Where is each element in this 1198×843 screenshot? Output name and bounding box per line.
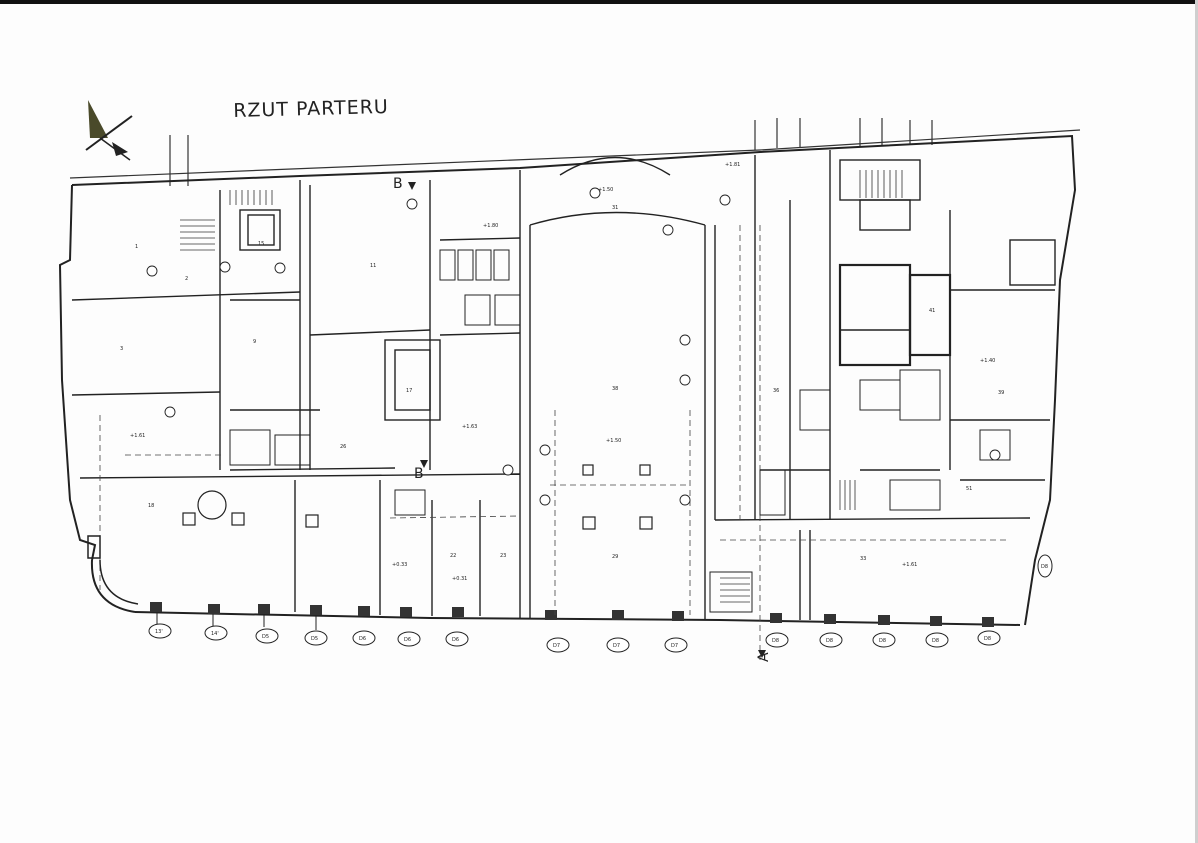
axis-label: D8 — [826, 638, 833, 644]
room-label: 38 — [612, 386, 618, 392]
axis-bubbles — [148, 554, 1053, 653]
level-mark: +1.50 — [606, 438, 621, 444]
room-label: 15 — [258, 241, 264, 247]
level-mark: +1.61 — [902, 562, 917, 568]
facade-piers — [150, 602, 994, 627]
stair-treads — [180, 170, 903, 603]
room-label: 18 — [148, 503, 154, 509]
north-arrow-icon — [85, 100, 133, 161]
level-mark: +0.31 — [452, 576, 467, 582]
level-mark: +1.80 — [483, 223, 498, 229]
room-label: 26 — [340, 444, 346, 450]
room-label: 33 — [860, 556, 866, 562]
axis-label: D5 — [311, 636, 318, 642]
room-label: 36 — [773, 388, 779, 394]
room-label: 29 — [612, 554, 618, 560]
room-labels: 1 2 3 9 11 15 17 18 26 29 31 33 36 38 39… — [120, 205, 1004, 562]
axis-label: D6 — [359, 636, 366, 642]
scan-border-top — [0, 0, 1198, 4]
level-mark: +1.63 — [462, 424, 477, 430]
room-label: 2 — [185, 276, 188, 282]
axis-label: 13' — [155, 629, 163, 635]
room-label: 3 — [120, 346, 123, 352]
section-mark: B — [414, 466, 424, 482]
room-label: 41 — [929, 308, 935, 314]
section-markers: B B A — [393, 176, 772, 662]
street-boundary — [69, 118, 1081, 186]
building-outline — [58, 134, 1077, 626]
inner-bubbles — [146, 187, 1001, 506]
level-marks: +1.50 +1.63 +1.61 +1.40 +0.33 +0.31 +1.8… — [130, 162, 995, 582]
level-mark: +1.81 — [725, 162, 740, 168]
room-label: 51 — [966, 486, 972, 492]
room-label: 23 — [500, 553, 506, 559]
section-arrow-icon — [420, 460, 428, 468]
grid-lines — [99, 225, 1010, 660]
corner-bay — [87, 535, 139, 605]
axis-label: D8 — [932, 638, 939, 644]
room-label: 1 — [135, 244, 138, 250]
level-mark: +1.50 — [598, 187, 613, 193]
section-arrow-icon — [758, 650, 766, 658]
room-label: 31 — [612, 205, 618, 211]
axis-label: 14' — [211, 631, 219, 637]
axis-label: D8 — [879, 638, 886, 644]
level-mark: +1.40 — [980, 358, 995, 364]
axis-label: D7 — [671, 643, 678, 649]
columns — [182, 464, 653, 530]
service-rooms — [229, 249, 1011, 613]
axis-labels: 13' 14' D5 D5 D6 D6 D6 D7 D7 D7 D8 D8 D8… — [155, 564, 1048, 649]
axis-label: D8 — [1041, 564, 1048, 570]
axis-label: D7 — [553, 643, 560, 649]
axis-label: D5 — [262, 634, 269, 640]
section-arrow-icon — [408, 182, 416, 190]
axis-label: D8 — [772, 638, 779, 644]
room-label: 22 — [450, 553, 456, 559]
interior-walls — [71, 150, 1056, 620]
section-mark: A — [756, 652, 772, 662]
level-mark: +0.33 — [392, 562, 407, 568]
axis-label: D6 — [452, 637, 459, 643]
axis-label: D6 — [404, 637, 411, 643]
room-label: 9 — [253, 339, 256, 345]
axis-label: D8 — [984, 636, 991, 642]
scan-border-right — [1195, 0, 1198, 843]
level-mark: +1.61 — [130, 433, 145, 439]
room-label: 11 — [370, 263, 376, 269]
room-label: 17 — [406, 388, 412, 394]
room-label: 39 — [998, 390, 1004, 396]
section-mark: B — [393, 176, 403, 192]
axis-label: D7 — [613, 643, 620, 649]
